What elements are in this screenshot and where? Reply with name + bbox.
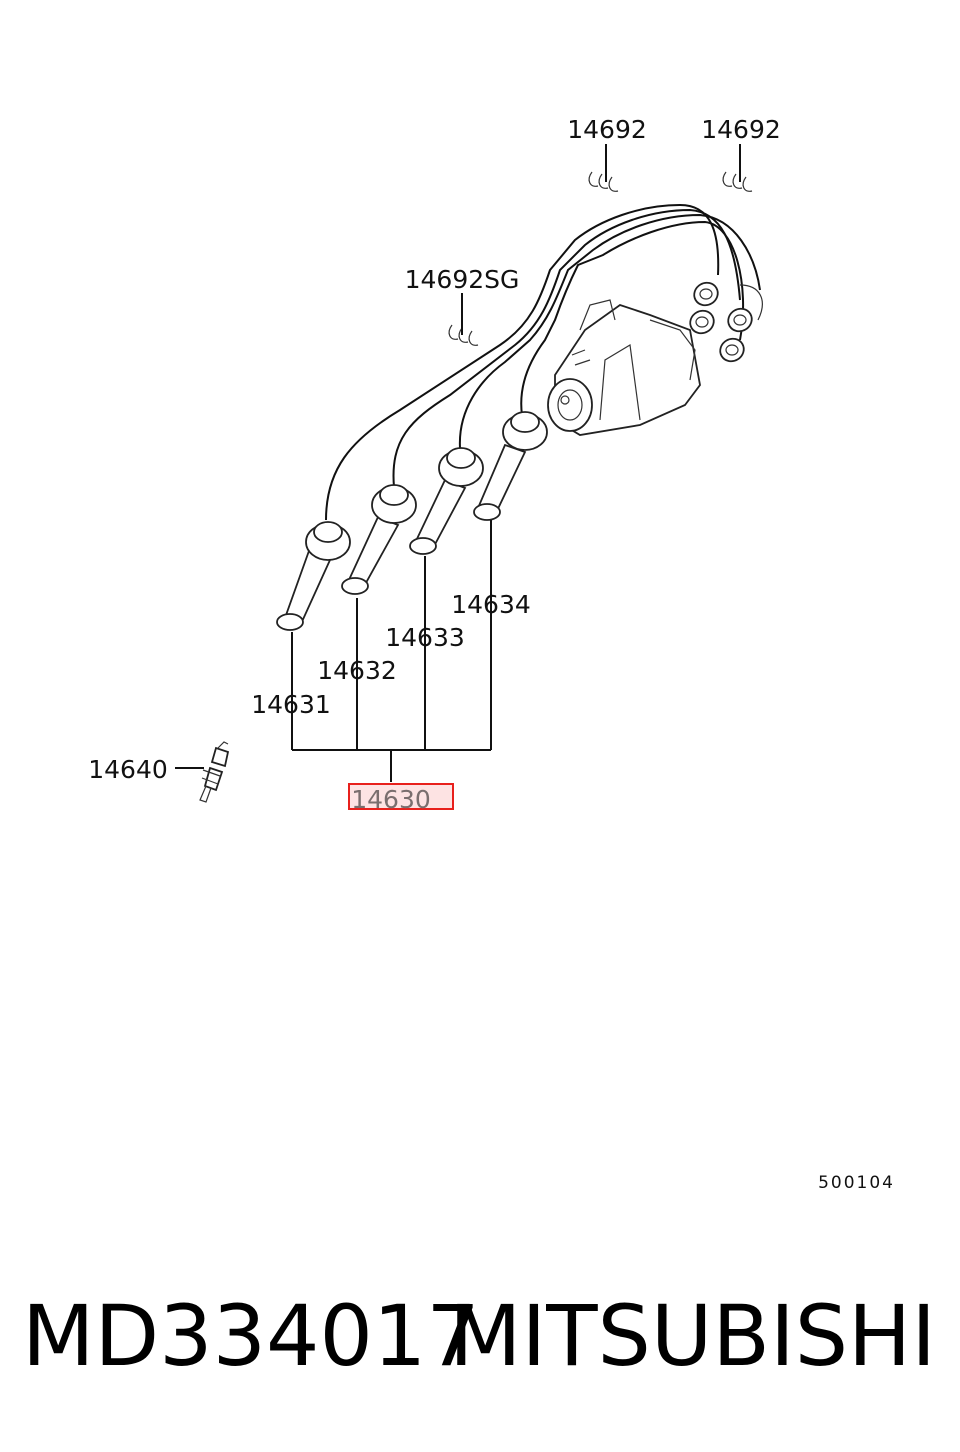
leader-lines <box>175 144 741 782</box>
callout-cable-set: 14630 <box>351 785 431 814</box>
callout-cable-1: 14631 <box>251 690 331 719</box>
caption-brand: MITSUBISHI <box>449 1287 936 1385</box>
callout-spark-plug: 14640 <box>88 755 168 784</box>
plug-boot-2 <box>341 484 417 595</box>
ignition-cable-bundle <box>325 203 761 521</box>
highlight-box <box>348 783 454 810</box>
plug-boot-1 <box>276 521 351 631</box>
callout-clip-a: 14692 <box>567 115 647 144</box>
clip-14692-b <box>722 171 753 192</box>
callout-cable-2: 14632 <box>317 656 397 685</box>
caption-part-number: MD334017 <box>22 1287 480 1385</box>
spark-plug <box>199 741 230 803</box>
callout-clip-sg: 14692SG <box>405 265 520 294</box>
distributor <box>547 281 763 436</box>
plug-boot-3 <box>409 447 484 555</box>
clip-14692sg <box>448 324 479 346</box>
plug-boot-4 <box>473 411 548 521</box>
callout-cable-3: 14633 <box>385 623 465 652</box>
callout-cable-4: 14634 <box>451 590 531 619</box>
diagram-code: 500104 <box>818 1173 895 1193</box>
clip-14692-a <box>588 171 619 192</box>
callout-clip-b: 14692 <box>701 115 781 144</box>
